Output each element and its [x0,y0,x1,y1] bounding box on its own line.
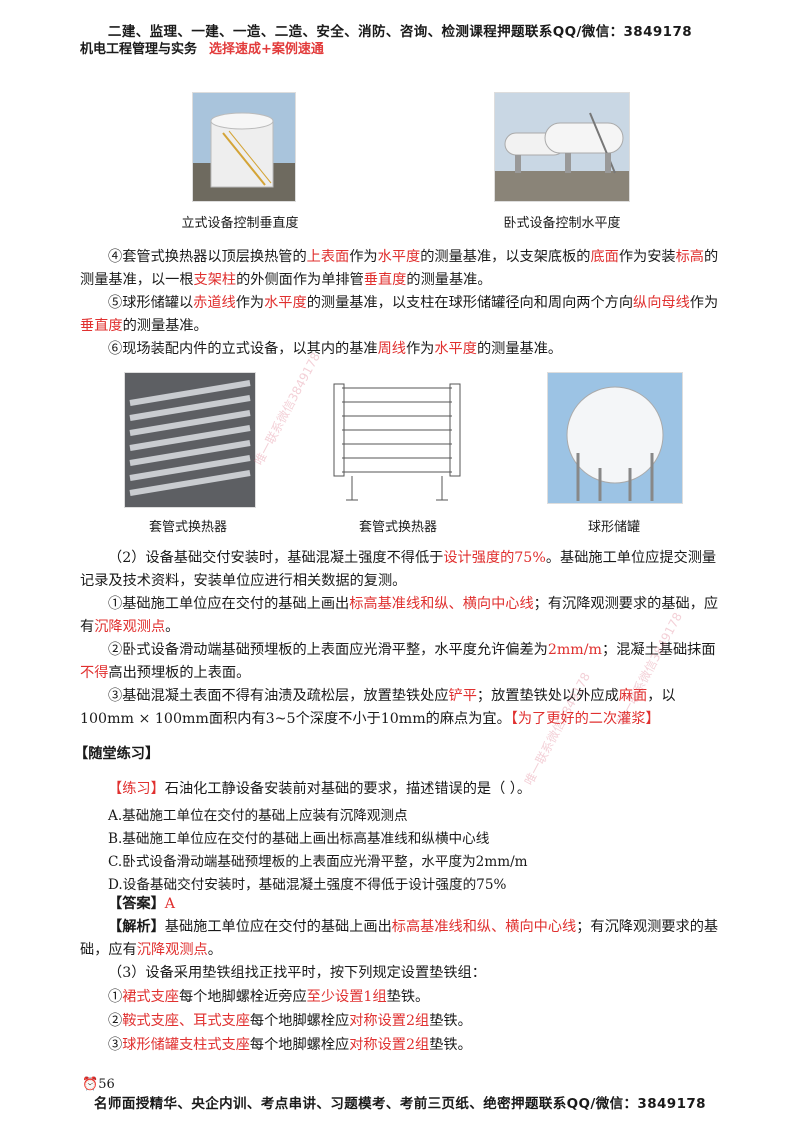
item-5: ⑤球形储罐以赤道线作为水平度的测量基准，以支柱在球形储罐径向和周向两个方向纵向母… [80,295,719,334]
practice-question: 【练习】石油化工静设备安装前对基础的要求，描述错误的是（ ）。 [108,781,532,797]
figure-caption-horizontal: 卧式设备控制水平度 [503,216,621,231]
item-4: ④套管式换热器以顶层换热管的上表面作为水平度的测量基准，以支架底板的底面作为安装… [80,249,719,288]
section-2-item-2: ②卧式设备滑动端基础预埋板的上表面应光滑平整，水平度允许偏差为2mm/m；混凝土… [80,642,716,681]
analysis-label: 【解析】 [108,919,165,935]
answer-value: A [164,896,176,912]
section-2-item-3: ③基础混凝土表面不得有油渍及疏松层，放置垫铁处应铲平；放置垫铁处以外应成麻面，以… [80,688,676,727]
figure-caption-sphere: 球形储罐 [587,520,640,535]
footer-banner: 名师面授精华、央企内训、考点串讲、习题模考、考前三页纸、绝密押题联系QQ/微信：… [94,1096,706,1112]
figure-caption-exchanger-1: 套管式换热器 [148,520,227,535]
subject-title: 机电工程管理与实务 [80,42,198,57]
watermark: 唯一联系微信3849178 [251,350,324,468]
subject-subtitle: 选择速成+案例速通 [209,42,324,57]
page-number: ⏰56 [82,1077,115,1092]
spherical-tank-photo [547,372,683,504]
section-3-item-2: ②鞍式支座、耳式支座每个地脚螺栓应对称设置2组垫铁。 [108,1013,472,1029]
answer-line: 【答案】A [80,893,725,916]
section-3-item-1: ①裙式支座每个地脚螺栓近旁应至少设置1组垫铁。 [108,989,430,1005]
item-6: ⑥现场装配内件的立式设备，以其内的基准周线作为水平度的测量基准。 [108,341,563,357]
vertical-tank-photo [192,92,296,202]
option-c: C.卧式设备滑动端基础预埋板的上表面应光滑平整，水平度为2mm/m [108,854,528,870]
question-tag: 【练习】 [108,781,165,797]
top-banner: 二建、监理、一建、一造、二造、安全、消防、咨询、检测课程押题联系QQ/微信：38… [107,24,693,40]
figure-caption-vertical: 立式设备控制垂直度 [181,216,299,231]
analysis-paragraph: 【解析】基础施工单位应在交付的基础上画出标高基准线和纵、横向中心线；有沉降观测要… [80,919,719,958]
horizontal-tank-photo [494,92,630,202]
option-d: D.设备基础交付安装时，基础混凝土强度不得低于设计强度的75% [108,877,507,893]
option-b: B.基础施工单位应在交付的基础上画出标高基准线和纵横中心线 [108,831,490,847]
tube-exchanger-photo [124,372,256,508]
figure-caption-exchanger-2: 套管式换热器 [358,520,437,535]
tube-exchanger-drawing [322,376,472,504]
subject-line: 机电工程管理与实务选择速成+案例速通 [80,38,324,57]
clock-icon: ⏰ [82,1077,99,1092]
section-3-item-3: ③球形储罐支柱式支座每个地脚螺栓应对称设置2组垫铁。 [108,1037,472,1053]
practice-heading: 【随堂练习】 [74,746,160,762]
section-2-intro: （2）设备基础交付安装时，基础混凝土强度不得低于设计强度的75%。基础施工单位应… [80,550,717,589]
option-a: A.基础施工单位在交付的基础上应装有沉降观测点 [108,808,408,824]
answer-label: 【答案】 [108,896,165,912]
section-3-intro: （3）设备采用垫铁组找正找平时，按下列规定设置垫铁组： [108,965,486,981]
section-2-item-1: ①基础施工单位应在交付的基础上画出标高基准线和纵、横向中心线；有沉降观测要求的基… [80,596,719,635]
